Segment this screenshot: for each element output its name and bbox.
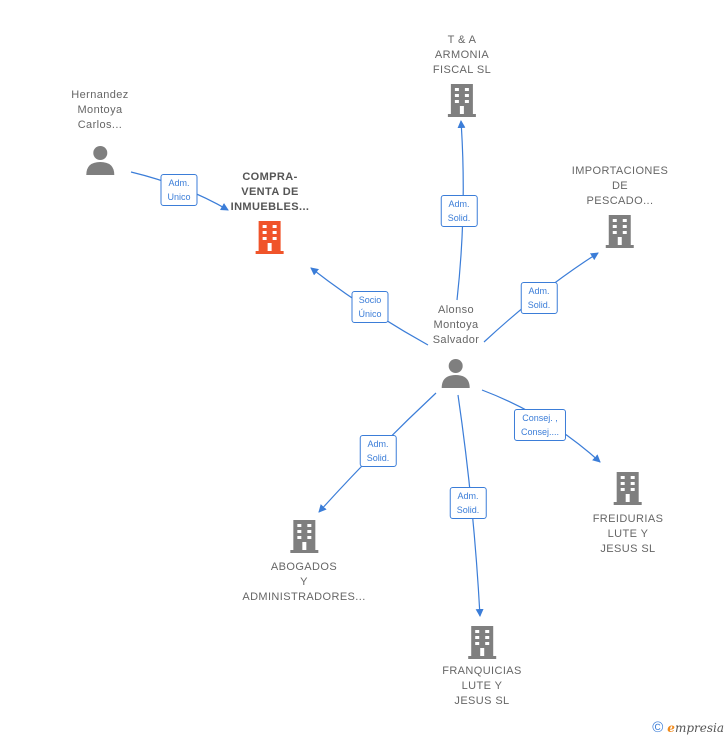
node-tya[interactable]: T & A ARMONIA FISCAL SL: [433, 33, 491, 118]
node-label: Alonso Montoya Salvador: [432, 304, 480, 346]
node-label: FRANQUICIAS LUTE Y JESUS SL: [442, 665, 522, 707]
node-hernandez[interactable]: Hernandez Montoya Carlos...: [71, 88, 128, 177]
brand-logo[interactable]: empresia: [667, 721, 724, 735]
building-icon: [256, 221, 284, 254]
edge-label-center-freidurias[interactable]: Consej. , Consej....: [513, 409, 567, 441]
edge-label-center-compraventa[interactable]: Socio Único: [351, 291, 389, 323]
node-label: IMPORTACIONES DE PESCADO...: [571, 165, 669, 207]
building-icon: [605, 215, 634, 248]
brand-initial: e: [667, 720, 675, 735]
building-icon: [467, 626, 496, 659]
footer-brand: © empresia: [652, 719, 724, 736]
node-franquicias[interactable]: FRANQUICIAS LUTE Y JESUS SL: [442, 624, 522, 709]
brand-name: mpresia: [674, 720, 724, 735]
node-compraventa[interactable]: COMPRA- VENTA DE INMUEBLES...: [231, 170, 310, 255]
node-label: ABOGADOS Y ADMINISTRADORES...: [242, 561, 366, 603]
node-freidurias[interactable]: FREIDURIAS LUTE Y JESUS SL: [593, 470, 664, 557]
node-importaciones[interactable]: IMPORTACIONES DE PESCADO...: [572, 164, 668, 249]
edge-label-hernandez-compraventa[interactable]: Adm. Unico: [160, 174, 198, 206]
building-icon: [448, 84, 476, 117]
node-label: COMPRA- VENTA DE INMUEBLES...: [230, 171, 310, 213]
edge-label-center-abogados[interactable]: Adm. Solid.: [359, 435, 397, 467]
node-center-person[interactable]: Alonso Montoya Salvador: [433, 303, 480, 390]
node-abogados[interactable]: ABOGADOS Y ADMINISTRADORES...: [242, 518, 365, 605]
person-icon: [85, 146, 114, 175]
copyright-icon: ©: [652, 719, 664, 736]
edge-label-center-importaciones[interactable]: Adm. Solid.: [520, 282, 558, 314]
building-icon: [614, 472, 642, 505]
node-label: T & A ARMONIA FISCAL SL: [432, 34, 492, 76]
edge-label-center-franquicias[interactable]: Adm. Solid.: [449, 487, 487, 519]
person-icon: [442, 359, 470, 388]
building-icon: [289, 520, 318, 553]
node-label: Hernandez Montoya Carlos...: [71, 89, 129, 131]
node-label: FREIDURIAS LUTE Y JESUS SL: [592, 513, 664, 555]
edge-label-center-tya[interactable]: Adm. Solid.: [440, 195, 478, 227]
